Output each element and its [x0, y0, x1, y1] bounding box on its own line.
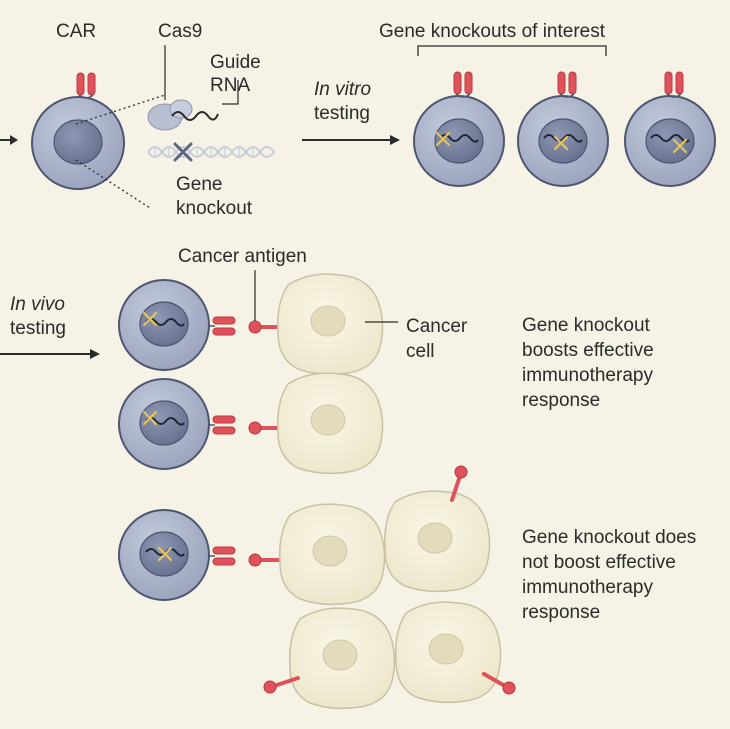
cancer-cell-label-line1: Cancer — [406, 316, 468, 337]
cancer-cell-1 — [276, 273, 398, 376]
in-vitro-testing-label: testing — [314, 103, 370, 124]
gene-knockout-label-line2: knockout — [176, 198, 253, 219]
zoom-lines — [75, 94, 166, 209]
cancer-cell-4 — [383, 465, 491, 593]
in-vivo-testing-label: testing — [10, 318, 66, 339]
in-vitro-label: In vitro — [314, 79, 372, 100]
outcome-boost-line: Gene knockout — [522, 315, 650, 336]
guide-rna-label-line1: Guide — [210, 52, 261, 73]
t-cell-knockout-1 — [413, 71, 505, 187]
cancer-antigen-label: Cancer antigen — [178, 246, 307, 267]
antigen-unengaged-3 — [248, 553, 286, 567]
outcome-boost-line: boosts effective — [522, 340, 654, 361]
outcome-boost-line: response — [522, 390, 601, 411]
antigen-engaged-1 — [248, 270, 286, 334]
outcome-no-boost-line: response — [522, 602, 601, 623]
in-vitro-arrow — [302, 135, 400, 145]
outcome-no-boost-text: Gene knockout does not boost effective i… — [522, 525, 696, 625]
t-cell-invivo-2 — [118, 378, 236, 470]
t-cell-invivo-1 — [118, 279, 236, 371]
t-cell-invivo-3 — [118, 509, 236, 601]
entry-arrow-top — [0, 135, 18, 145]
gene-knockouts-of-interest-label: Gene knockouts of interest — [379, 21, 606, 42]
dna-helix — [147, 142, 275, 162]
outcome-boost-text: Gene knockout boosts effective immunothe… — [522, 313, 654, 413]
cancer-cell-5 — [263, 607, 396, 710]
outcome-boost-line: immunotherapy — [522, 365, 653, 386]
t-cell-engineered — [31, 72, 125, 190]
knockouts-bracket — [417, 45, 607, 56]
cancer-cell-3 — [278, 503, 386, 606]
cancer-cell-label-line2: cell — [406, 341, 435, 362]
cas9-complex — [147, 45, 239, 131]
cancer-cell-2 — [276, 372, 384, 475]
car-receptor-icon — [76, 72, 96, 99]
guide-rna-label-line2: RNA — [210, 75, 251, 96]
in-vivo-label: In vivo — [10, 294, 65, 315]
outcome-no-boost-line: Gene knockout does — [522, 527, 697, 548]
t-cell-knockout-3 — [624, 71, 716, 187]
t-cell-knockout-2 — [517, 71, 609, 187]
outcome-no-boost-line: immunotherapy — [522, 577, 653, 598]
gene-knockout-label-line1: Gene — [176, 174, 223, 195]
knockout-cross-icon — [173, 142, 193, 162]
car-label: CAR — [56, 21, 97, 42]
in-vivo-arrow — [0, 349, 100, 359]
cas9-label: Cas9 — [158, 21, 203, 42]
cancer-cell-6 — [394, 601, 516, 704]
outcome-no-boost-line: not boost effective — [522, 552, 676, 573]
